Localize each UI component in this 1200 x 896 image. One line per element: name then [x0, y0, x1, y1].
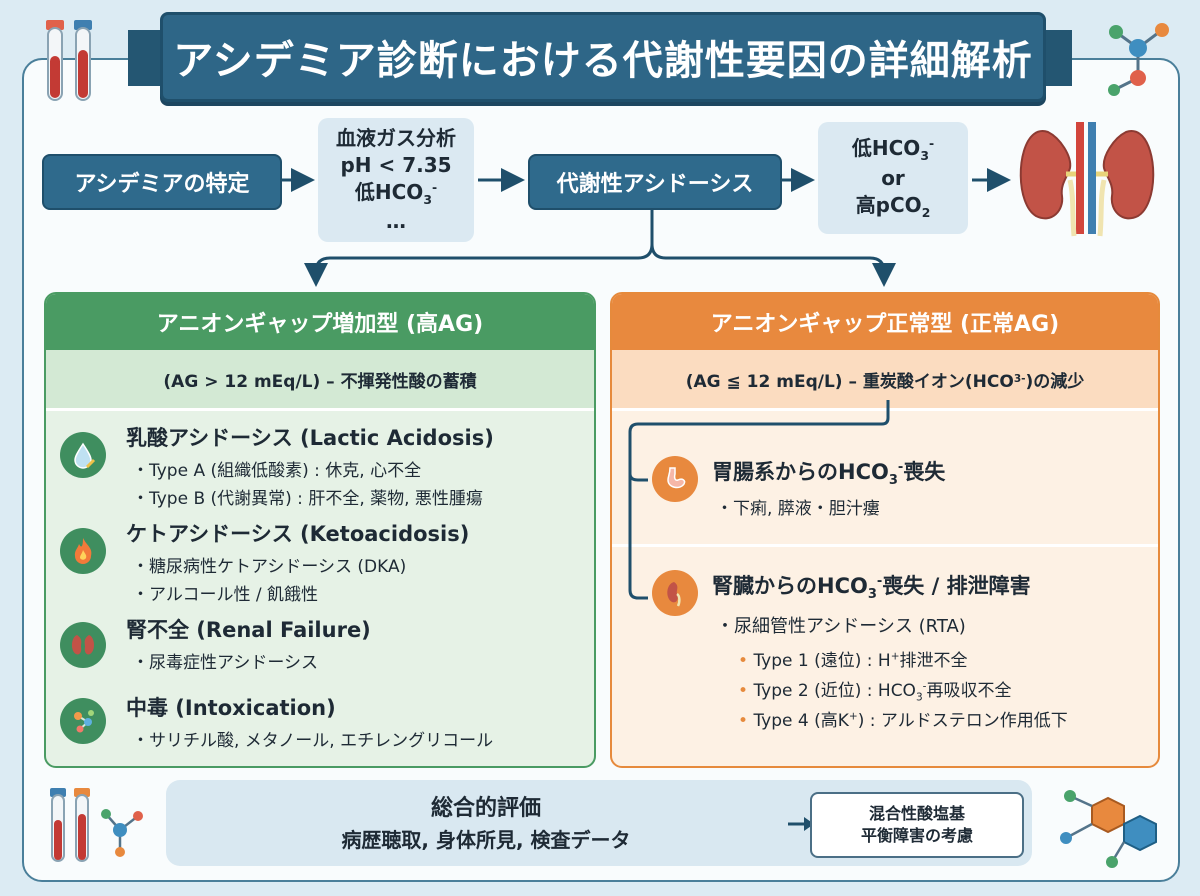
- list-item: ・尿細管性アシドーシス (RTA): [716, 616, 966, 637]
- list-item: ・尿毒症性アシドーシス: [132, 653, 318, 673]
- high-ag-panel: アニオンギャップ増加型 (高AG) (AG > 12 mEq/L) – 不揮発性…: [44, 292, 596, 768]
- page-title: アシデミア診断における代謝性要因の詳細解析: [160, 12, 1046, 102]
- tree-connector: [628, 400, 890, 600]
- list-item: ・アルコール性 / 飢餓性: [132, 585, 319, 605]
- arrow-icon: [788, 817, 814, 831]
- flow-connectors: [282, 168, 1011, 287]
- divider: [46, 408, 594, 411]
- normal-ag-header: アニオンギャップ正常型 (正常AG): [612, 294, 1158, 350]
- stomach-icon: [652, 456, 698, 502]
- rta-type-4: • Type 4 (高K+) : アルドステロン作用低下: [738, 710, 1068, 731]
- intoxication-title: 中毒 (Intoxication): [126, 696, 336, 720]
- list-item: ・Type B (代謝異常) : 肝不全, 薬物, 悪性腫瘍: [132, 489, 483, 509]
- summary-title: 総合的評価: [430, 796, 541, 821]
- list-item: ・Type A (組織低酸素) : 休克, 心不全: [132, 461, 422, 481]
- droplet-icon: [60, 432, 106, 478]
- list-item: ・サリチル酸, メタノール, エチレングリコール: [132, 731, 494, 751]
- high-ag-subheader: (AG > 12 mEq/L) – 不揮発性酸の蓄積: [46, 350, 594, 408]
- list-item: ・下痢, 膵液・胆汁瘻: [716, 499, 880, 519]
- list-item: ・糖尿病性ケトアシドーシス (DKA): [132, 557, 407, 577]
- molecule-icon: [60, 698, 106, 744]
- normal-ag-panel: アニオンギャップ正常型 (正常AG) (AG ≦ 12 mEq/L) – 重炭酸…: [610, 292, 1160, 768]
- molecule-structure-icon: [1060, 790, 1157, 868]
- divider: [612, 544, 1158, 547]
- flow-step-metabolic-acidosis: 代謝性アシドーシス: [528, 154, 782, 210]
- summary-body: 病歴聴取, 身体所見, 検査データ: [341, 828, 631, 852]
- blood-gas-box: 血液ガス分析 pH < 7.35 低HCO3- …: [318, 118, 474, 242]
- molecule-decor-icon: [1108, 23, 1169, 96]
- renal-failure-title: 腎不全 (Renal Failure): [126, 618, 371, 642]
- high-ag-header: アニオンギャップ増加型 (高AG): [46, 294, 594, 350]
- rta-type-2: • Type 2 (近位) : HCO3-再吸収不全: [738, 680, 1012, 704]
- divider: [612, 408, 1158, 411]
- test-tubes-molecule-icon: [50, 788, 143, 862]
- kidneys-icon: [1019, 122, 1155, 237]
- mixed-disorder-note: 混合性酸塩基 平衡障害の考慮: [810, 792, 1024, 858]
- flame-icon: [60, 528, 106, 574]
- gi-loss-title: 胃腸系からのHCO3-喪失: [712, 460, 946, 489]
- hco3-pco2-box: 低HCO3- or 高pCO2: [818, 122, 968, 234]
- kidney-icon: [652, 570, 698, 616]
- flow-step-acidemia: アシデミアの特定: [42, 154, 282, 210]
- renal-loss-title: 腎臓からのHCO3-喪失 / 排泄障害: [712, 574, 1031, 603]
- kidney-icon: [60, 622, 106, 668]
- test-tubes-icon: [46, 20, 92, 101]
- lactic-acidosis-title: 乳酸アシドーシス (Lactic Acidosis): [126, 426, 494, 450]
- ketoacidosis-title: ケトアシドーシス (Ketoacidosis): [126, 522, 470, 546]
- rta-type-1: • Type 1 (遠位) : H+排泄不全: [738, 650, 968, 671]
